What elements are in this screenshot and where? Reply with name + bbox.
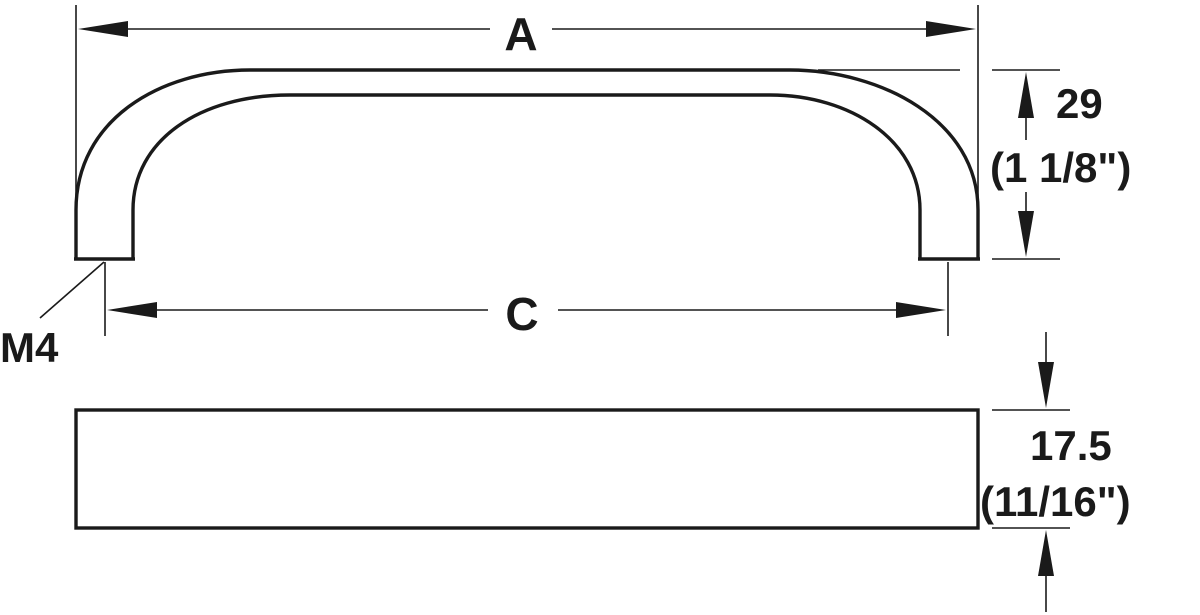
dimension-c: C <box>104 262 949 340</box>
arrow-height-bottom <box>1018 211 1034 257</box>
arrow-width-bottom <box>1038 530 1054 576</box>
arrow-width-top <box>1038 362 1054 408</box>
handle-side-view <box>74 408 980 530</box>
label-width-in: (11/16") <box>980 478 1131 525</box>
arrow-height-top <box>1018 72 1034 118</box>
label-height-mm: 29 <box>1056 80 1103 127</box>
dimension-height: 29 (1 1/8") <box>818 69 1200 260</box>
thread-leader-line <box>39 261 105 319</box>
label-c: C <box>505 288 538 340</box>
handle-outer-outline <box>74 68 980 258</box>
dimension-width: 17.5 (11/16") <box>980 332 1131 612</box>
arrow-c-right <box>896 302 946 318</box>
arrow-a-right <box>926 21 976 37</box>
dimension-a: A <box>75 5 979 200</box>
arrow-a-left <box>78 21 128 37</box>
handle-profile <box>74 68 980 261</box>
label-height-in: (1 1/8") <box>990 144 1131 191</box>
label-width-mm: 17.5 <box>1030 422 1112 469</box>
thread-callout: M4 <box>0 261 105 371</box>
handle-inner-outline <box>131 93 922 258</box>
label-thread: M4 <box>0 324 59 371</box>
arrow-c-left <box>107 302 157 318</box>
handle-side-rectangle <box>74 408 980 530</box>
label-a: A <box>504 8 537 60</box>
